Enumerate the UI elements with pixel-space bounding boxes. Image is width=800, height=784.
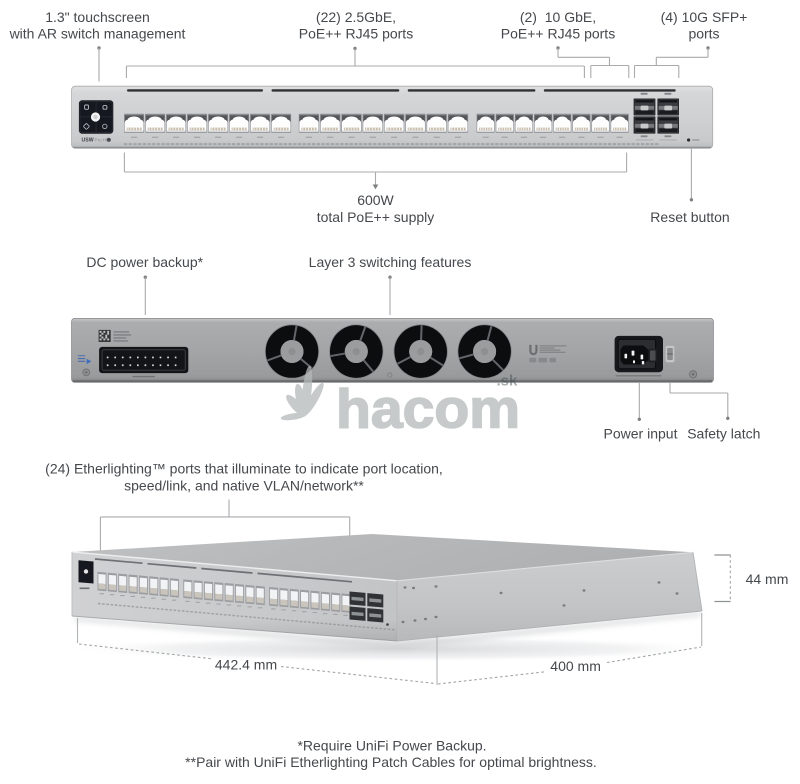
svg-text:PoE++ RJ45 ports: PoE++ RJ45 ports <box>501 26 615 42</box>
svg-text:.sk: .sk <box>497 373 519 390</box>
svg-text:Power input: Power input <box>604 426 678 442</box>
svg-text:600W: 600W <box>357 192 394 208</box>
svg-text:**Pair with UniFi Etherlightin: **Pair with UniFi Etherlighting Patch Ca… <box>185 754 597 770</box>
svg-text:hacom: hacom <box>336 378 520 440</box>
svg-text:(2) 10 GbE,: (2) 10 GbE, <box>520 9 596 25</box>
svg-text:442.4 mm: 442.4 mm <box>215 657 277 673</box>
svg-text:Reset button: Reset button <box>650 209 729 225</box>
svg-text:total PoE++ supply: total PoE++ supply <box>317 209 435 225</box>
svg-text:(24) Etherlighting™ ports that: (24) Etherlighting™ ports that illuminat… <box>45 461 443 477</box>
svg-text:USW: USW <box>82 138 94 144</box>
svg-text:(4) 10G SFP+: (4) 10G SFP+ <box>661 9 748 25</box>
svg-text:PoE++ RJ45 ports: PoE++ RJ45 ports <box>299 26 413 42</box>
svg-text:Safety latch: Safety latch <box>687 426 760 442</box>
svg-text:DC power backup*: DC power backup* <box>86 254 203 270</box>
svg-text:Layer 3 switching features: Layer 3 switching features <box>309 254 472 270</box>
svg-text:(22) 2.5GbE,: (22) 2.5GbE, <box>316 9 396 25</box>
svg-text:ports: ports <box>688 26 719 42</box>
svg-text:Pro HD: Pro HD <box>95 138 111 143</box>
svg-text:*Require UniFi Power Backup.: *Require UniFi Power Backup. <box>297 738 486 754</box>
svg-text:1.3" touchscreen: 1.3" touchscreen <box>45 9 150 25</box>
svg-text:speed/link, and native VLAN/ne: speed/link, and native VLAN/network** <box>124 478 364 494</box>
svg-text:400 mm: 400 mm <box>550 658 601 674</box>
svg-text:with AR switch management: with AR switch management <box>9 26 186 42</box>
svg-text:44 mm: 44 mm <box>746 571 789 587</box>
